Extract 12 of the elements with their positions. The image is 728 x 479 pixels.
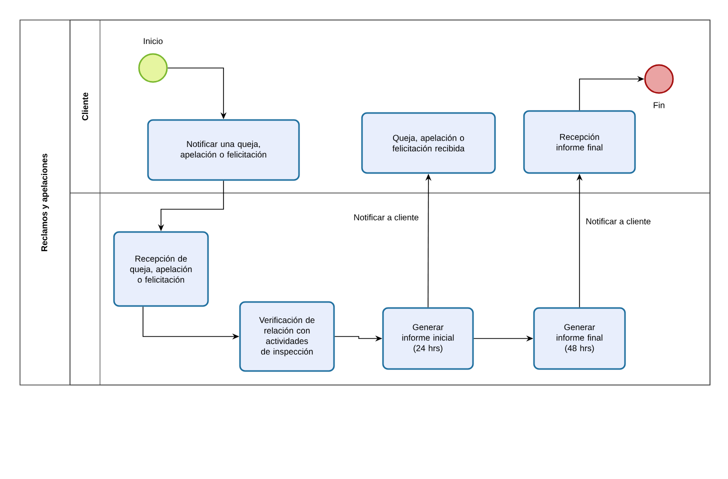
task-box: Generar informe final (48 hrs) [533,307,626,370]
event-label: Fin [654,102,664,108]
task-box: Recepción de queja, apelación o felicitación [113,231,209,307]
edge-label: Notificar a cliente [352,213,420,222]
task-box: Queja, apelación o felicitación recibida [361,112,496,174]
lane [70,192,710,386]
event-label: Inicio [144,38,163,44]
task-box: Notificar una queja, apelación o felicitación [147,119,300,181]
task-box: Generar informe inicial (24 hrs) [382,307,474,370]
edge-label: Notificar a cliente [584,217,652,226]
task-box: Verificación de relación con actividades de inspección [239,301,335,372]
task-box: Recepción informe final [523,110,636,174]
